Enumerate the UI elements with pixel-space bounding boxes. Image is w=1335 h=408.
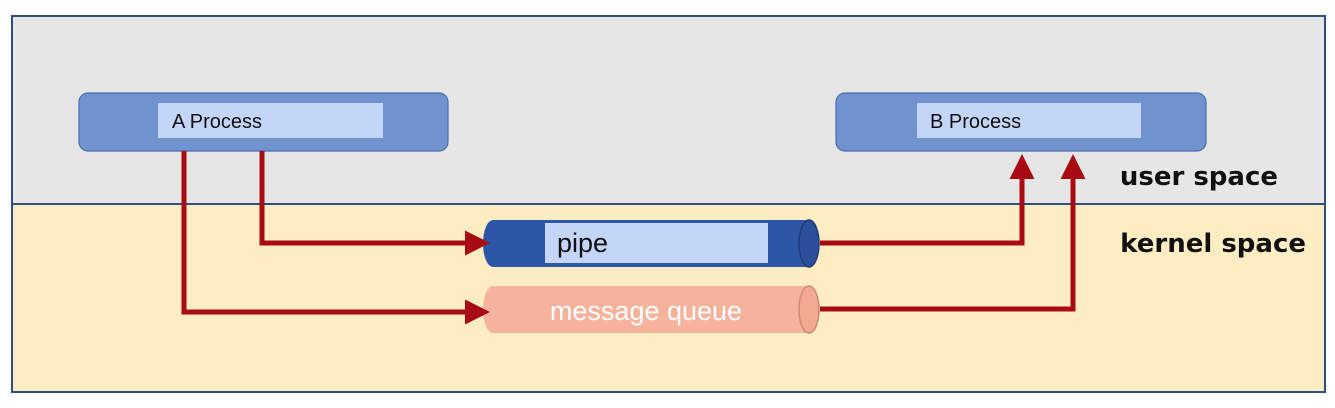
b-process-label: B Process <box>930 111 1021 133</box>
pipe-channel: pipe <box>483 219 820 268</box>
message-queue-label: message queue <box>550 296 742 326</box>
arrow-pipe-to-b <box>820 153 1035 246</box>
arrow-a-to-message-queue <box>181 151 491 325</box>
b-process-box: B Process <box>835 92 1207 152</box>
arrow-a-to-pipe <box>259 151 491 256</box>
a-process-box: A Process <box>78 92 449 152</box>
user-space-label: user space <box>1120 162 1278 192</box>
pipe-label: pipe <box>557 228 608 258</box>
kernel-space-label: kernel space <box>1120 229 1306 259</box>
message-queue-channel: message queue <box>483 285 820 334</box>
a-process-label: A Process <box>172 111 262 133</box>
arrow-message-queue-to-b <box>820 153 1086 312</box>
